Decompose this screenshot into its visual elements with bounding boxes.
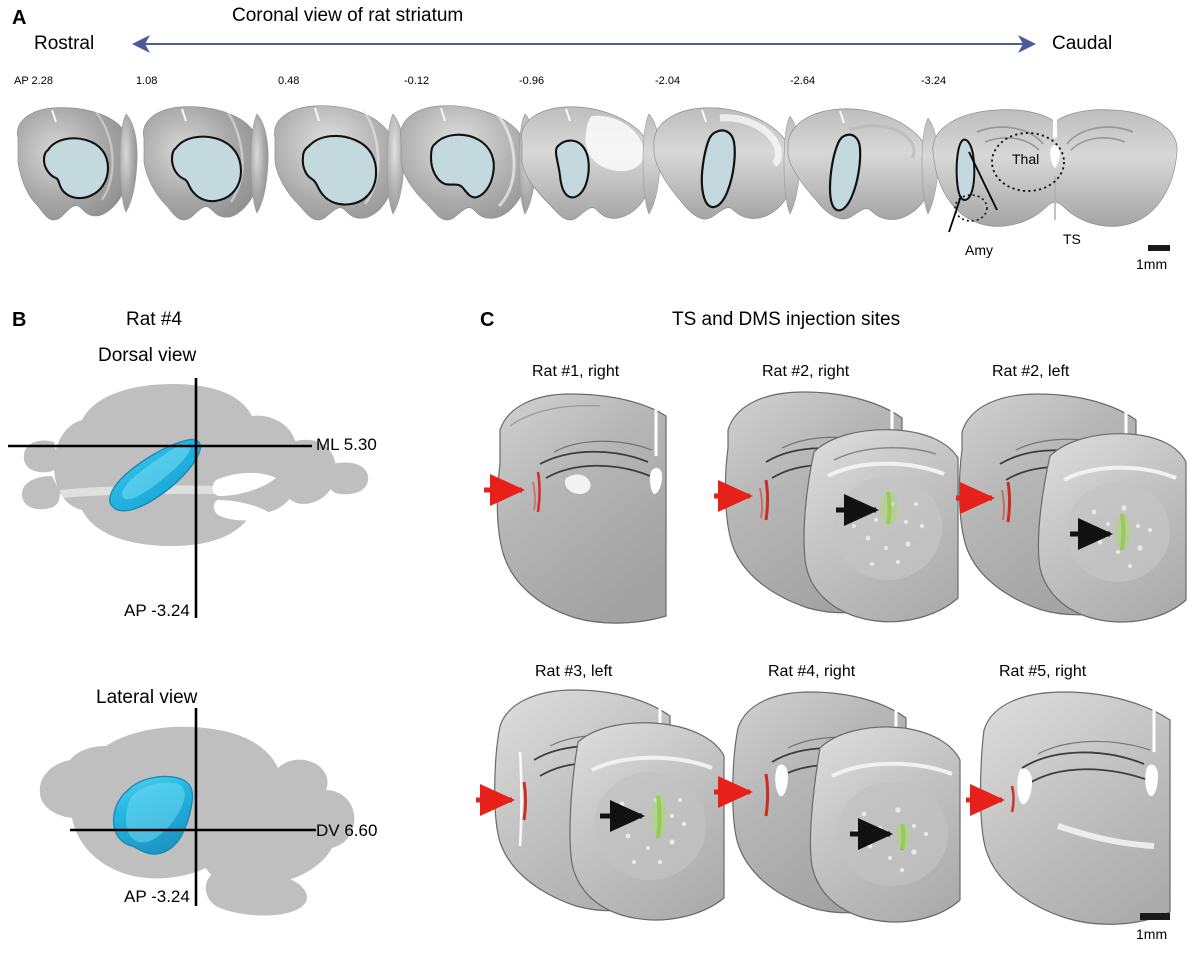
panel-a-letter: A bbox=[12, 7, 27, 29]
ts-injection-track-5 bbox=[1010, 785, 1015, 813]
panel-c-caption-2: Rat #2, left bbox=[992, 363, 1070, 380]
amy-label: Amy bbox=[965, 242, 993, 258]
panel-c-item-0 bbox=[484, 393, 667, 624]
panel-b-lateral-ap-label: AP -3.24 bbox=[124, 887, 190, 906]
ap-label-3: -0.12 bbox=[404, 75, 430, 87]
panel-c-image-grid bbox=[470, 386, 1200, 946]
amy-leader-line bbox=[948, 195, 962, 233]
ts-injection-track-3 bbox=[522, 781, 527, 821]
panel-c-item-1 bbox=[714, 391, 959, 623]
panel-a-scale-label: 1mm bbox=[1136, 256, 1168, 272]
coronal-slice-4 bbox=[400, 105, 537, 221]
thalamus-outline bbox=[991, 132, 1065, 192]
panel-b-dorsal-view bbox=[8, 378, 440, 620]
panel-b-dorsal-ml-label: ML 5.30 bbox=[316, 435, 377, 454]
dms-injection-track-2 bbox=[1120, 513, 1126, 551]
panel-c-title: TS and DMS injection sites bbox=[672, 309, 901, 330]
panel-b-dorsal-view-title: Dorsal view bbox=[98, 345, 197, 366]
ts-injection-track-2 bbox=[1006, 481, 1011, 523]
coronal-slice-7 bbox=[787, 108, 939, 220]
panel-c-caption-5: Rat #5, right bbox=[999, 663, 1087, 680]
ts-injection-track-1 bbox=[764, 479, 769, 521]
coronal-slice-5 bbox=[521, 106, 661, 221]
dms-injection-track-4 bbox=[900, 823, 906, 851]
ap-label-5: -2.04 bbox=[655, 75, 681, 87]
panel-c-item-3 bbox=[476, 689, 725, 921]
coronal-slice-1 bbox=[17, 107, 138, 221]
ts-injection-track-0 bbox=[536, 471, 541, 513]
coronal-slice-3 bbox=[274, 105, 405, 221]
ts-injection-track-4 bbox=[764, 773, 769, 817]
panel-c-letter: C bbox=[480, 309, 495, 331]
caudal-label: Caudal bbox=[1052, 33, 1113, 54]
ap-label-7: -3.24 bbox=[921, 75, 947, 87]
panel-c-caption-3: Rat #3, left bbox=[535, 663, 613, 680]
panel-a-title: Coronal view of rat striatum bbox=[232, 5, 464, 26]
panel-a-slice-series bbox=[0, 92, 1200, 267]
coronal-slice-8 bbox=[932, 109, 1178, 233]
ts-leader-line bbox=[968, 151, 998, 211]
panel-a-scale-bar bbox=[1148, 245, 1170, 251]
dms-injection-track-1 bbox=[886, 491, 892, 525]
ap-label-2: 0.48 bbox=[278, 75, 300, 87]
panel-c-item-2 bbox=[956, 393, 1187, 623]
ap-label-1: 1.08 bbox=[136, 75, 158, 87]
ts-outline bbox=[955, 138, 976, 201]
panel-c-caption-4: Rat #4, right bbox=[768, 663, 856, 680]
panel-c-scale-label: 1mm bbox=[1136, 926, 1168, 942]
panel-b-subject: Rat #4 bbox=[126, 309, 182, 330]
ap-label-6: -2.64 bbox=[790, 75, 816, 87]
panel-c-scale-bar bbox=[1140, 913, 1170, 920]
panel-b-lateral-view-title: Lateral view bbox=[96, 687, 198, 708]
amygdala-outline bbox=[954, 194, 988, 222]
thal-label: Thal bbox=[1012, 151, 1040, 167]
coronal-slice-2 bbox=[143, 106, 269, 221]
panel-c-item-5 bbox=[966, 691, 1171, 925]
ts-label: TS bbox=[1063, 231, 1081, 247]
panel-c-item-4 bbox=[714, 691, 961, 923]
rostral-caudal-arrow bbox=[128, 32, 1040, 56]
panel-b-lateral-view bbox=[20, 708, 440, 920]
coronal-slice-6 bbox=[653, 107, 801, 220]
ap-label-4: -0.96 bbox=[519, 75, 545, 87]
ap-label-0: AP 2.28 bbox=[14, 75, 53, 87]
dms-injection-track-3 bbox=[656, 795, 662, 839]
rostral-label: Rostral bbox=[34, 33, 95, 54]
panel-c-caption-1: Rat #2, right bbox=[762, 363, 850, 380]
panel-b-dorsal-ap-label: AP -3.24 bbox=[124, 601, 190, 620]
panel-b-lateral-dv-label: DV 6.60 bbox=[316, 821, 378, 840]
panel-b-letter: B bbox=[12, 309, 27, 331]
panel-c-caption-0: Rat #1, right bbox=[532, 363, 620, 380]
